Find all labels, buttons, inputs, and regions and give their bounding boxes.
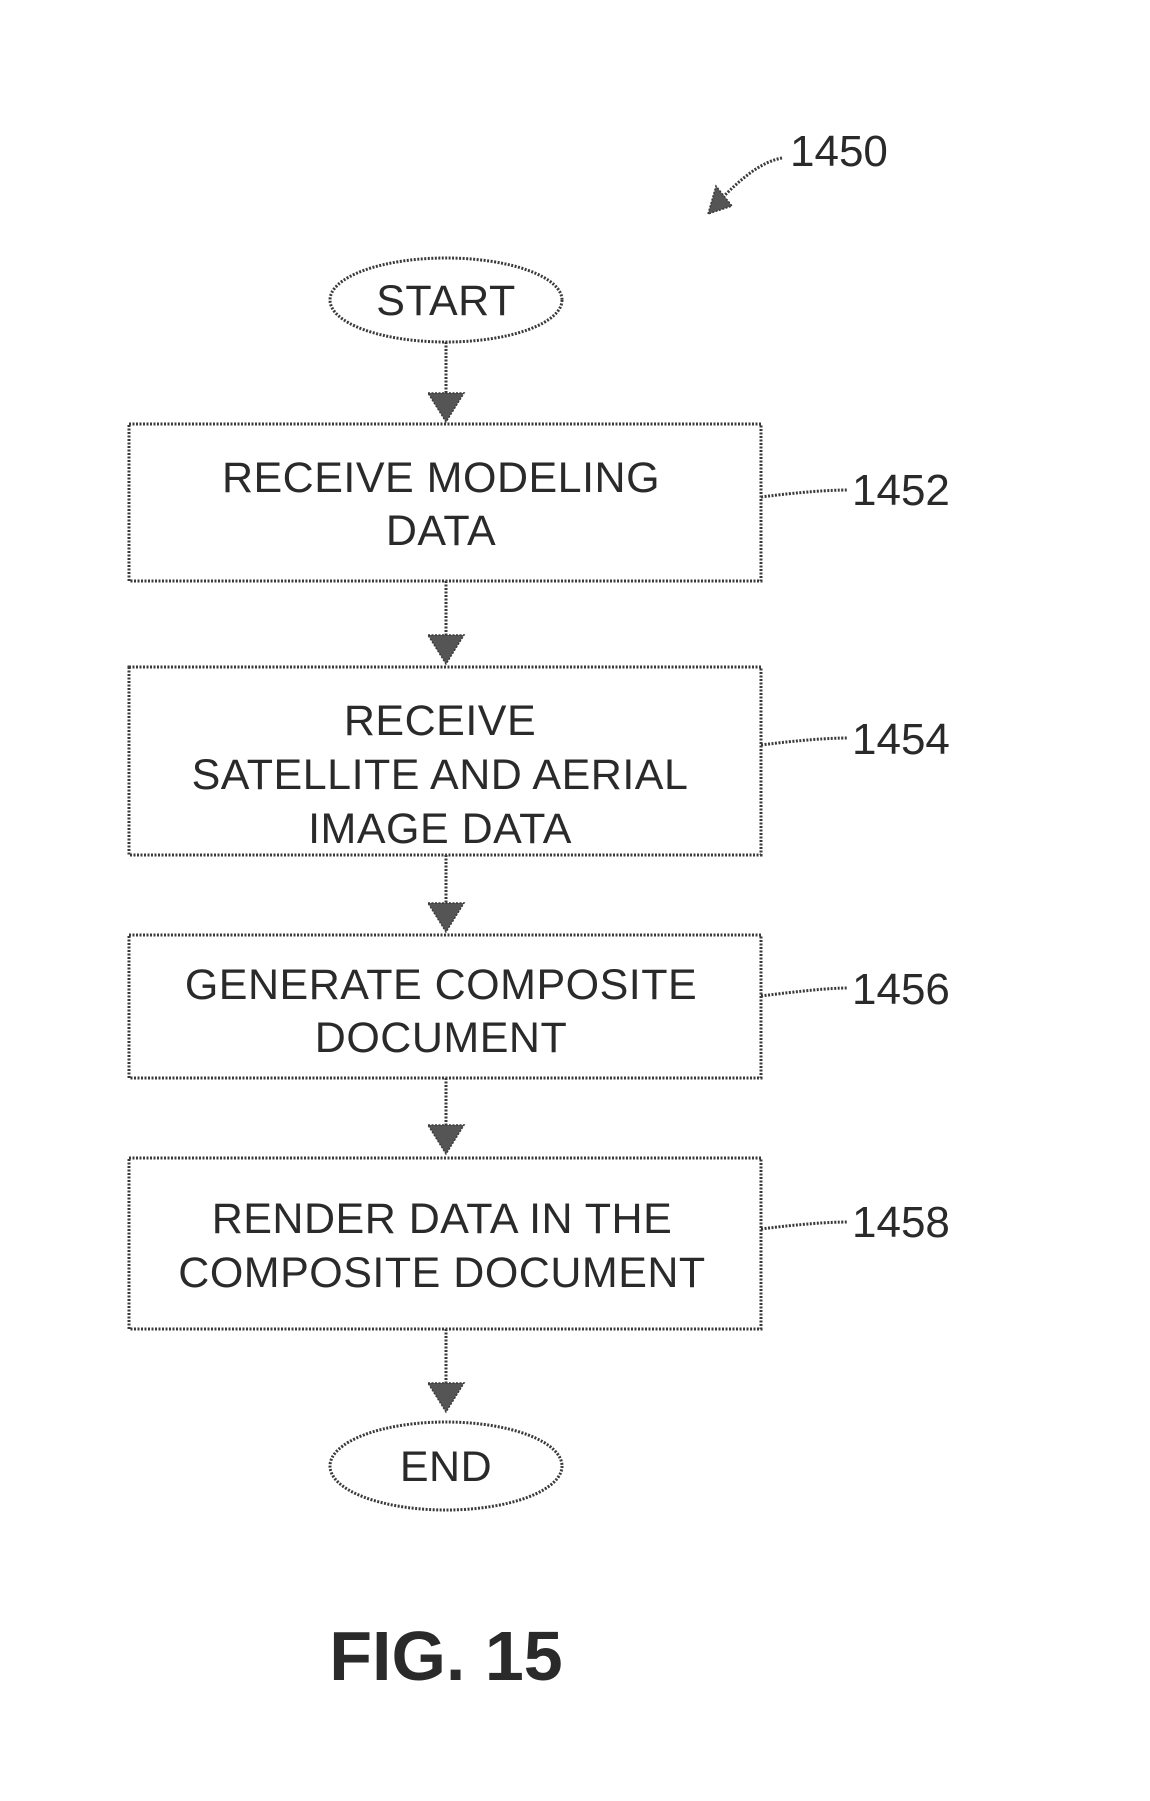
process-step-1452-line-1: RECEIVE MODELING (222, 454, 660, 502)
process-step-1458-line-2: COMPOSITE DOCUMENT (178, 1249, 705, 1297)
process-step-1454-leader (760, 736, 849, 747)
process-step-1452-line-2: DATA (386, 507, 496, 555)
process-step-1458-leader (760, 1220, 849, 1231)
process-step-1456-leader (760, 986, 849, 998)
process-step-1452-reference: 1452 (852, 466, 950, 515)
process-step-1454: RECEIVE SATELLITE AND AERIAL IMAGE DATA (127, 665, 763, 857)
end-terminal-label: END (400, 1443, 492, 1491)
end-terminal: END (328, 1420, 564, 1512)
process-step-1452-leader (760, 488, 849, 499)
figure-reference-arrowhead (706, 184, 734, 216)
connector-step-1458-to-end-arrowhead (426, 1382, 466, 1414)
figure-reference-number: 1450 (790, 127, 888, 176)
process-step-1456-box (127, 933, 763, 1080)
process-step-1456-line-1: GENERATE COMPOSITE (185, 961, 697, 1009)
end-terminal-shape (328, 1420, 564, 1512)
process-step-1454-reference: 1454 (852, 715, 950, 764)
process-step-1454-line-1: RECEIVE (344, 697, 536, 745)
process-step-1456: GENERATE COMPOSITE DOCUMENT (127, 933, 763, 1080)
process-step-1456-line-2: DOCUMENT (315, 1014, 567, 1062)
start-terminal-label: START (376, 277, 515, 325)
process-step-1458-box (127, 1156, 763, 1331)
process-step-1454-line-2: SATELLITE AND AERIAL (192, 751, 689, 799)
connector-step-1454-to-step-1456-arrowhead (426, 902, 466, 934)
start-terminal: START (328, 256, 564, 344)
process-step-1458-reference: 1458 (852, 1198, 950, 1247)
connector-step-1456-to-step-1458-arrowhead (426, 1124, 466, 1156)
process-step-1456-reference: 1456 (852, 965, 950, 1014)
process-step-1458-line-1: RENDER DATA IN THE (212, 1195, 673, 1243)
process-step-1452: RECEIVE MODELING DATA (127, 422, 763, 583)
process-step-1458: RENDER DATA IN THE COMPOSITE DOCUMENT (127, 1156, 763, 1331)
figure-reference-pointer (720, 156, 783, 200)
connector-step-1452-to-step-1454-arrowhead (426, 634, 466, 666)
process-step-1454-line-3: IMAGE DATA (308, 805, 572, 853)
process-step-1452-box (127, 422, 763, 583)
figure-caption: FIG. 15 (329, 1617, 562, 1695)
connector-start-to-step-1452-arrowhead (426, 392, 466, 424)
